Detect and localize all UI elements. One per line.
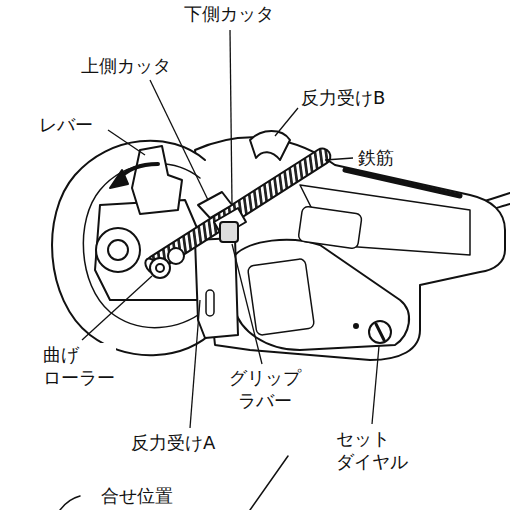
lever-arrowhead (110, 170, 128, 188)
grip-rubber (220, 222, 238, 242)
leader-line (108, 130, 145, 155)
part-label: 反力受けB (300, 86, 386, 109)
part-label: 鉄筋 (357, 146, 395, 169)
part-label: 反力受けA (130, 431, 216, 454)
part-label: 上側カッタ (80, 54, 172, 77)
part-label: セット ダイヤル (335, 427, 409, 474)
leader-line (230, 30, 232, 205)
leader-line (150, 80, 208, 200)
center-pin-hub (108, 240, 128, 260)
alignment-mark (354, 324, 358, 328)
leader-line (325, 158, 353, 160)
grip-window (247, 258, 314, 335)
set-dial-slot (376, 324, 384, 340)
part-label: 曲げ ローラー (42, 343, 116, 390)
part-label: レバー (38, 113, 94, 136)
reaction-receiver-b (250, 131, 290, 160)
bending-roller (150, 258, 170, 278)
reaction-receiver-a (195, 238, 238, 338)
leader-line (275, 108, 298, 136)
leader-line (190, 300, 200, 428)
leader-line (232, 244, 262, 364)
motor-window (298, 206, 362, 249)
center-pin (96, 228, 140, 272)
plate-slot (206, 290, 214, 316)
main-housing (195, 137, 505, 360)
leader-line (372, 346, 379, 424)
set-dial (369, 321, 391, 343)
housing-ridge (345, 170, 460, 196)
leader-line (82, 276, 152, 340)
bending-roller (168, 248, 184, 264)
cropped-detail (60, 496, 80, 510)
cropped-detail (250, 456, 288, 510)
grip-housing (235, 240, 409, 350)
part-label: 合せ位置 (100, 484, 174, 507)
bending-roller-hub (156, 264, 164, 272)
part-label: グリップ ラバー (228, 366, 302, 413)
lever (132, 146, 182, 214)
part-label: 下側カッタ (183, 2, 275, 25)
